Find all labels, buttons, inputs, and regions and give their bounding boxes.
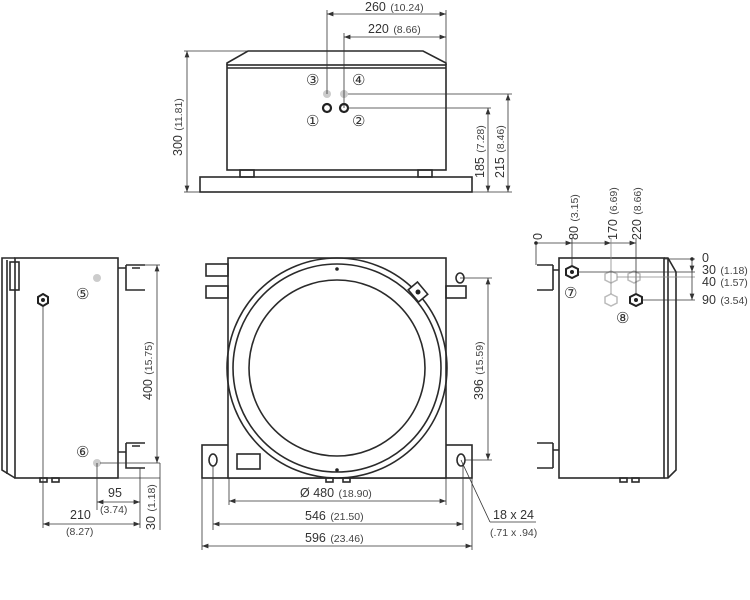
svg-text:220 (8.66): 220 (8.66) bbox=[628, 187, 645, 240]
svg-text:40 (1.57): 40 (1.57) bbox=[702, 273, 748, 290]
dim-596-inch: (23.46) bbox=[330, 533, 363, 545]
dim-480: Ø 480 bbox=[300, 486, 334, 500]
base-plate bbox=[199, 176, 473, 193]
x-220: 220 bbox=[630, 219, 644, 240]
hole-size-inch: (.71 x .94) bbox=[490, 527, 537, 539]
y-30: 30 bbox=[702, 263, 716, 277]
dim-546: 546 bbox=[305, 509, 326, 523]
x-80-inch: (3.15) bbox=[569, 194, 581, 221]
dim-185-inch: (7.28) bbox=[475, 125, 487, 152]
right-body bbox=[558, 257, 665, 479]
dim-210: 210 bbox=[70, 508, 91, 522]
side-body bbox=[14, 257, 119, 479]
ring-outer bbox=[226, 257, 448, 479]
x-0: 0 bbox=[531, 233, 545, 240]
right-view: ⑦ ⑧ 0 80 (3.15) 170 (6.69) 220 (8.66) 0 … bbox=[531, 187, 748, 483]
y-30-inch: (1.18) bbox=[720, 265, 747, 277]
dim-185: 185 bbox=[473, 157, 487, 178]
port-1-marker bbox=[321, 102, 333, 114]
left-view: ⑤ ⑥ 400 (15.75) 30 (1.18) 95 (3.74) 210 … bbox=[1, 257, 161, 538]
y-40: 40 bbox=[702, 275, 716, 289]
y-90-inch: (3.54) bbox=[720, 295, 747, 307]
svg-text:260 (10.24): 260 (10.24) bbox=[365, 0, 424, 15]
port-2-label: ② bbox=[352, 113, 365, 130]
dim-220: 220 bbox=[368, 22, 389, 36]
ring-aperture bbox=[248, 279, 426, 457]
svg-text:546 (21.50): 546 (21.50) bbox=[305, 507, 364, 524]
port-7-label: ⑦ bbox=[564, 285, 577, 302]
dim-260-inch: (10.24) bbox=[390, 2, 423, 14]
dim-215: 215 bbox=[493, 157, 507, 178]
hole-size: 18 x 24 bbox=[493, 508, 534, 522]
dim-300: 300 bbox=[171, 135, 185, 156]
svg-text:400 (15.75): 400 (15.75) bbox=[139, 341, 156, 400]
svg-text:220 (8.66): 220 (8.66) bbox=[368, 20, 421, 37]
svg-text:80 (3.15): 80 (3.15) bbox=[565, 194, 582, 240]
dim-220-inch: (8.66) bbox=[393, 24, 420, 36]
dim-260: 260 bbox=[365, 0, 386, 14]
dim-400: 400 bbox=[141, 379, 155, 400]
dim-95: 95 bbox=[108, 486, 122, 500]
dim-480-inch: (18.90) bbox=[339, 488, 372, 500]
svg-text:215 (8.46): 215 (8.46) bbox=[491, 125, 508, 178]
svg-text:Ø 480 (18.90): Ø 480 (18.90) bbox=[300, 484, 372, 501]
svg-text:90 (3.54): 90 (3.54) bbox=[702, 291, 748, 308]
y-40-inch: (1.57) bbox=[720, 277, 747, 289]
dim-30: 30 bbox=[144, 516, 158, 530]
dim-300-inch: (11.81) bbox=[173, 98, 185, 131]
y-0: 0 bbox=[702, 251, 709, 265]
x-80: 80 bbox=[567, 226, 581, 240]
x-220-inch: (8.66) bbox=[632, 187, 644, 214]
port-4-label: ④ bbox=[352, 72, 365, 89]
dim-30-inch: (1.18) bbox=[146, 484, 158, 511]
dim-400-inch: (15.75) bbox=[143, 341, 155, 374]
enclosure-body bbox=[226, 64, 447, 171]
dim-546-inch: (21.50) bbox=[330, 511, 363, 523]
dim-396: 396 bbox=[472, 379, 486, 400]
x-170-inch: (6.69) bbox=[608, 187, 620, 214]
top-view: ③ ④ ① ② 260 (10.24) 220 (8.66) 300 (11.8… bbox=[169, 0, 512, 193]
dim-95-inch: (3.74) bbox=[100, 504, 127, 516]
y-90: 90 bbox=[702, 293, 716, 307]
mounting-hole-left bbox=[208, 453, 218, 467]
svg-text:170 (6.69): 170 (6.69) bbox=[604, 187, 621, 240]
port-6-label: ⑥ bbox=[76, 444, 89, 461]
x-170: 170 bbox=[606, 219, 620, 240]
dim-396-inch: (15.59) bbox=[474, 341, 486, 374]
svg-text:185 (7.28): 185 (7.28) bbox=[471, 125, 488, 178]
svg-text:596 (23.46): 596 (23.46) bbox=[305, 529, 364, 546]
port-1-label: ① bbox=[306, 113, 319, 130]
svg-text:30 (1.18): 30 (1.18) bbox=[142, 484, 159, 530]
dim-215-inch: (8.46) bbox=[495, 125, 507, 152]
port-5-label: ⑤ bbox=[76, 286, 89, 303]
svg-text:300 (11.81): 300 (11.81) bbox=[169, 98, 186, 156]
port-3-label: ③ bbox=[306, 72, 319, 89]
dim-210-inch: (8.27) bbox=[66, 526, 93, 538]
port-8-label: ⑧ bbox=[616, 310, 629, 327]
dim-596: 596 bbox=[305, 531, 326, 545]
svg-text:396 (15.59): 396 (15.59) bbox=[470, 341, 487, 400]
front-view: 396 (15.59) Ø 480 (18.90) 546 (21.50) 59… bbox=[201, 257, 537, 550]
svg-text:30 (1.18): 30 (1.18) bbox=[702, 261, 748, 278]
